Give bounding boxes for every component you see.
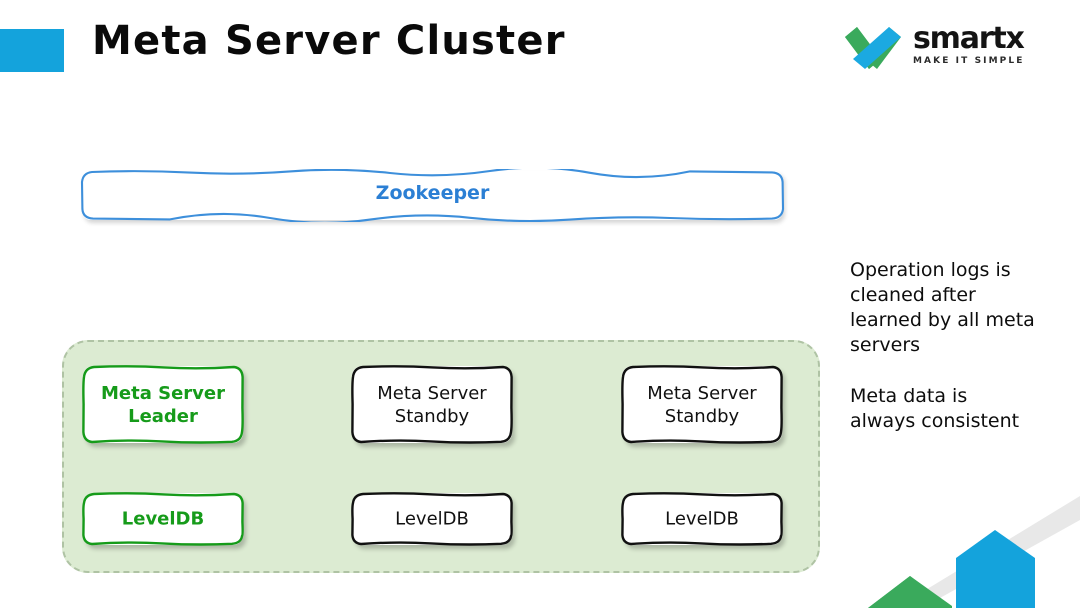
note-operation-logs: Operation logs is cleaned after learned … — [850, 259, 1035, 356]
leveldb-label-3: LevelDB — [665, 508, 739, 530]
zookeeper-label: Zookeeper — [375, 182, 490, 204]
brand-wordmark: smartx MAKE IT SIMPLE — [913, 21, 1043, 67]
note-meta-data-consistency: Meta data is always consistent — [850, 385, 1020, 432]
meta-server-box-1[interactable]: Meta Server Leader — [82, 365, 244, 444]
leveldb-label-1: LevelDB — [121, 508, 205, 530]
meta-server-box-2[interactable]: Meta Server Standby — [351, 365, 513, 444]
smartx-x-mark-icon — [845, 27, 901, 69]
side-notes: Operation logs is cleaned after learned … — [850, 258, 1072, 434]
leveldb-box-3[interactable]: LevelDB — [621, 492, 783, 546]
title-accent-block — [0, 29, 64, 72]
leveldb-label-2: LevelDB — [395, 508, 469, 530]
zookeeper-box[interactable]: Zookeeper — [80, 169, 785, 222]
meta-server-box-3[interactable]: Meta Server Standby — [621, 365, 783, 444]
brand-tagline: MAKE IT SIMPLE — [913, 56, 1025, 66]
brand-name: smartx — [913, 21, 1025, 56]
corner-decoration — [868, 496, 1080, 608]
brand-logo: smartx MAKE IT SIMPLE — [843, 23, 1043, 75]
page-title: Meta Server Cluster — [92, 18, 566, 64]
leveldb-box-2[interactable]: LevelDB — [351, 492, 513, 546]
leveldb-box-1[interactable]: LevelDB — [82, 492, 244, 546]
meta-server-label-3: Meta Server Standby — [647, 382, 757, 427]
meta-server-label-2: Meta Server Standby — [377, 382, 487, 427]
meta-server-label-1: Meta Server Leader — [100, 382, 225, 427]
